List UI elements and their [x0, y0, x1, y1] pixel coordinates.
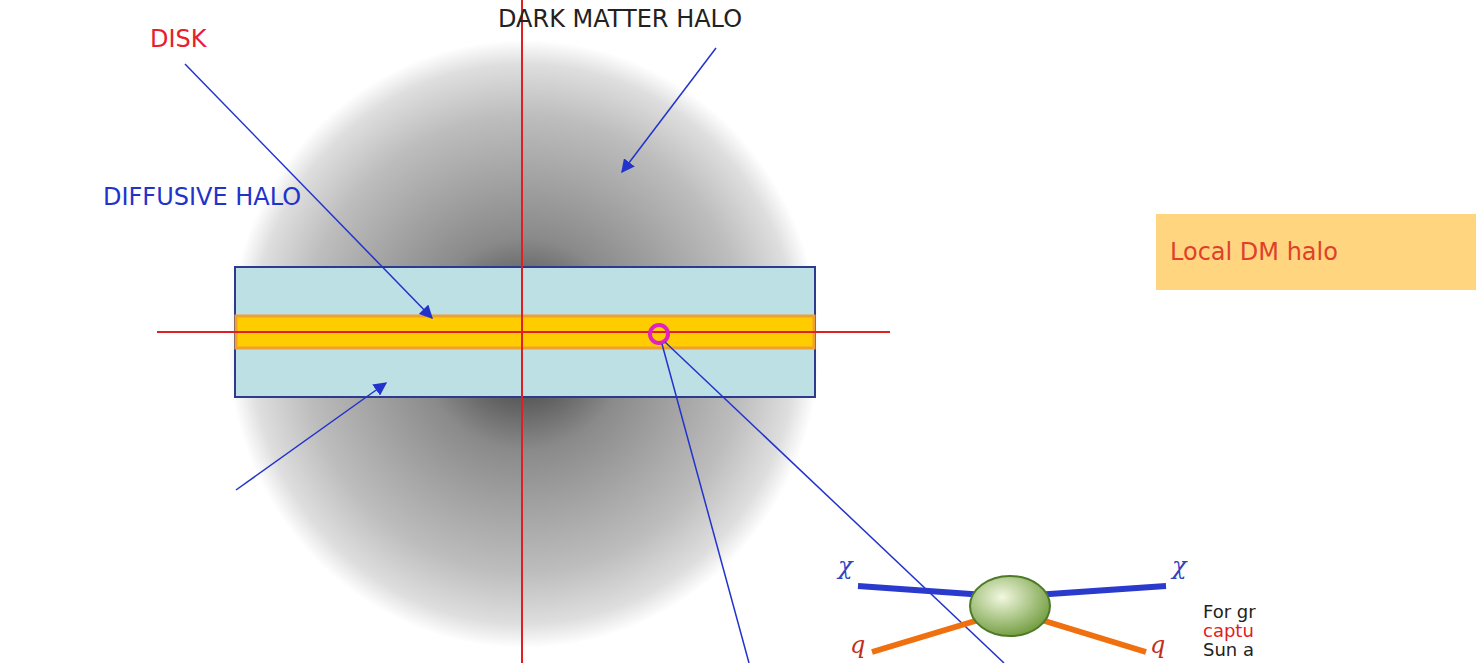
zoom-line: [662, 344, 749, 663]
quark-line: [872, 618, 985, 652]
zoom-line: [665, 342, 1004, 663]
box-text: Local DM halo: [1170, 238, 1338, 266]
leader-line: [622, 48, 716, 172]
particle-symbol: q: [850, 632, 865, 658]
particle-symbol: χ: [1172, 553, 1187, 579]
leader-line: [236, 383, 386, 490]
particle-symbol: χ: [838, 553, 853, 579]
quark-line: [1035, 618, 1146, 652]
region-label: DIFFUSIVE HALO: [103, 184, 301, 210]
interaction-blob: [970, 576, 1050, 636]
dm-line: [1035, 586, 1166, 595]
sun-position: [650, 325, 668, 343]
note-text: Sun a: [1203, 640, 1254, 660]
particle-symbol: q: [1150, 632, 1165, 658]
dark-matter-halo: [228, 40, 820, 648]
note-text: For gr: [1203, 602, 1256, 622]
dm-line: [858, 586, 985, 595]
callout-box: Local DM halo: [1156, 214, 1476, 290]
region-label: DISK: [150, 26, 207, 52]
note-text: captu: [1203, 621, 1254, 641]
region-label: DARK MATTER HALO: [498, 6, 742, 32]
horizontal-axis: [157, 331, 890, 333]
